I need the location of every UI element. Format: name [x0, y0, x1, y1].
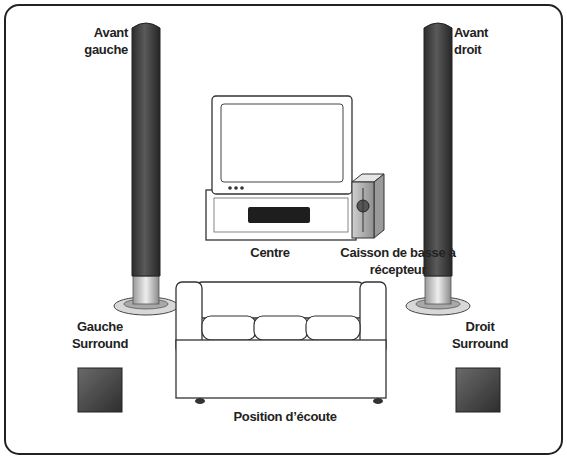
sofa	[176, 282, 386, 404]
subwoofer-receiver	[352, 174, 384, 238]
tv-and-stand	[206, 96, 356, 240]
speaker-label: Position d’écoute	[200, 408, 370, 425]
illustration-shape	[373, 398, 383, 404]
speaker-label: Caisson de basse à récepteur	[338, 244, 458, 278]
speaker-label: Centre	[235, 244, 305, 261]
illustration-shape	[221, 104, 343, 182]
illustration-shape	[254, 316, 308, 340]
illustration-shape	[240, 186, 244, 190]
illustration-shape	[363, 188, 364, 232]
frame-border	[5, 5, 562, 454]
center-speaker	[248, 207, 310, 223]
speaker-label: Gauche Surround	[60, 318, 140, 352]
speaker-label: Droit Surround	[440, 318, 520, 352]
illustration-shape	[133, 276, 159, 304]
illustration-shape	[196, 282, 364, 318]
illustration-shape	[228, 186, 232, 190]
surround-right-speaker	[456, 368, 500, 412]
illustration-shape	[425, 276, 451, 304]
illustration-shape	[212, 96, 352, 194]
speaker-label: Avant gauche	[66, 24, 128, 58]
illustration-shape	[234, 186, 238, 190]
illustration-shape	[352, 182, 374, 238]
surround-left-speaker	[78, 368, 122, 412]
illustration-shape	[176, 340, 386, 398]
illustration-shape	[132, 23, 160, 276]
illustration-shape	[214, 198, 348, 232]
illustration-shape	[195, 398, 205, 404]
illustration-shape	[202, 316, 256, 340]
illustration-shape	[424, 23, 452, 276]
illustration-shape	[374, 174, 384, 238]
speaker-label: Avant droit	[454, 24, 516, 58]
illustration-shape	[306, 316, 360, 340]
illustration-shape	[206, 190, 356, 240]
front-left-tower	[114, 23, 178, 315]
